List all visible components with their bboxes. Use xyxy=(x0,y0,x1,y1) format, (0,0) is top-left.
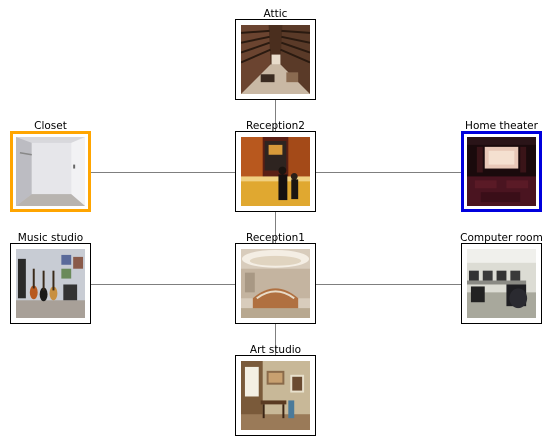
room-label-home-theater: Home theater xyxy=(465,120,538,132)
room-photo-art-studio xyxy=(241,361,310,430)
edge-reception2-home-theater xyxy=(316,172,462,173)
room-photo-reception1 xyxy=(241,249,310,318)
room-node-music-studio[interactable]: Music studio xyxy=(10,232,91,324)
room-label-closet: Closet xyxy=(34,120,67,132)
edge-reception2-reception1 xyxy=(275,212,276,244)
edge-reception1-computer-room xyxy=(316,284,462,285)
room-label-music-studio: Music studio xyxy=(17,232,84,244)
room-node-closet[interactable]: Closet xyxy=(10,120,91,212)
room-label-reception2: Reception2 xyxy=(246,120,305,132)
room-node-art-studio[interactable]: Art studio xyxy=(235,344,316,436)
edge-music-studio-reception1 xyxy=(91,284,236,285)
room-node-reception1[interactable]: Reception1 xyxy=(235,232,316,324)
room-label-art-studio: Art studio xyxy=(249,344,302,356)
edge-closet-reception2 xyxy=(91,172,236,173)
room-label-reception1: Reception1 xyxy=(246,232,305,244)
room-label-computer-room: Computer room xyxy=(460,232,543,244)
room-photo-home-theater xyxy=(467,137,536,206)
edge-reception1-art-studio xyxy=(275,324,276,356)
room-node-reception2[interactable]: Reception2 xyxy=(235,120,316,212)
room-label-attic: Attic xyxy=(263,8,288,20)
room-photo-attic xyxy=(241,25,310,94)
edge-attic-reception2 xyxy=(275,100,276,132)
room-node-home-theater[interactable]: Home theater xyxy=(461,120,542,212)
room-node-computer-room[interactable]: Computer room xyxy=(460,232,543,324)
room-photo-music-studio xyxy=(16,249,85,318)
room-photo-reception2 xyxy=(241,137,310,206)
room-photo-closet xyxy=(16,137,85,206)
room-node-attic[interactable]: Attic xyxy=(235,8,316,100)
room-photo-computer-room xyxy=(467,249,536,318)
